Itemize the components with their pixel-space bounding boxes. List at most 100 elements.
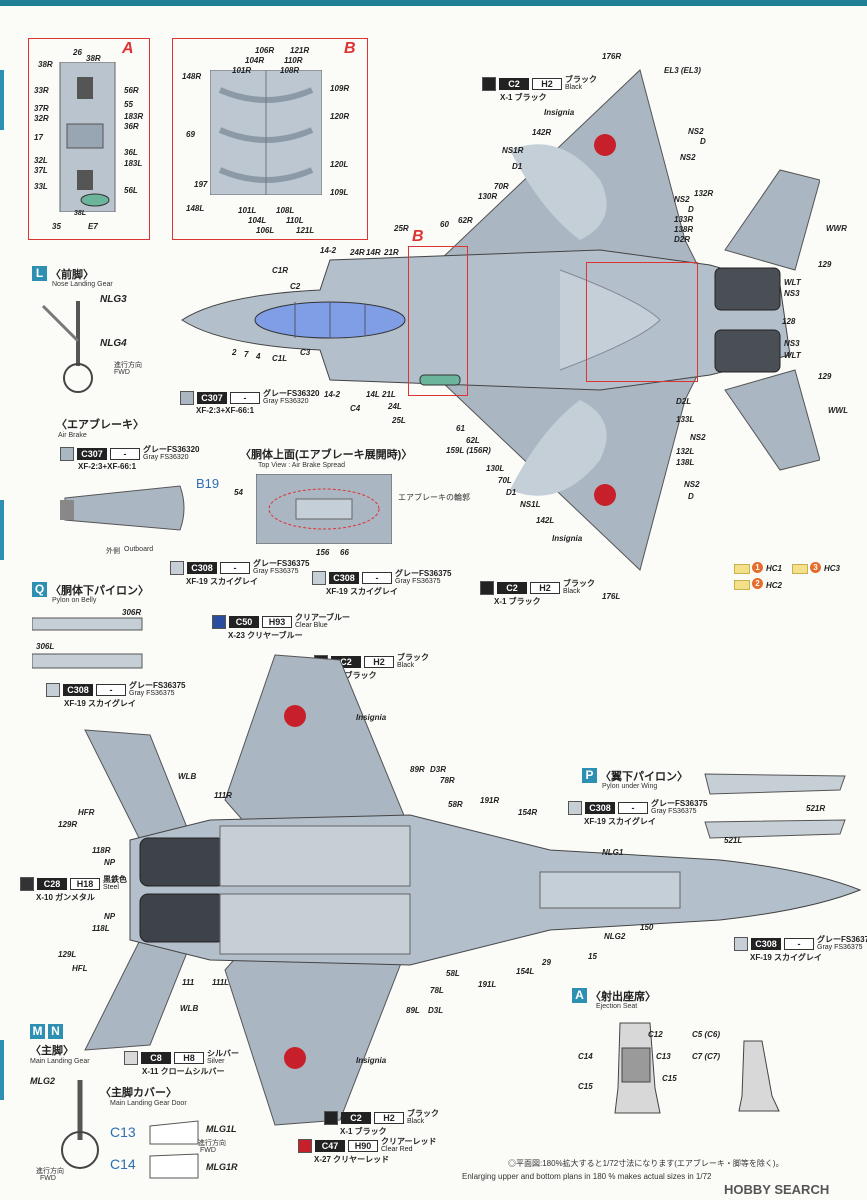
paint-name: X-1 ブラック bbox=[340, 1127, 387, 1136]
part-label: 118L bbox=[92, 924, 110, 933]
part-label: C14 bbox=[578, 1052, 593, 1061]
part-label: MLG2 bbox=[30, 1076, 56, 1086]
part-label: NS2 bbox=[674, 195, 690, 204]
top-view-aircraft bbox=[181, 69, 820, 571]
part-label: D2R bbox=[674, 235, 691, 244]
part-label: 69 bbox=[186, 130, 195, 139]
section-badge: A bbox=[572, 988, 587, 1003]
part-label: 7 bbox=[244, 350, 249, 359]
paint-name: XF-19 スカイグレイ bbox=[64, 699, 136, 708]
top-bar bbox=[0, 0, 867, 6]
ejection-seat-drawing bbox=[614, 1022, 661, 1114]
section-subtitle: Air Brake bbox=[58, 432, 87, 439]
region-b-marker bbox=[586, 262, 698, 382]
part-label: 106L bbox=[256, 226, 275, 235]
part-label: 101L bbox=[238, 206, 257, 215]
part-label: 109R bbox=[330, 84, 350, 93]
part-label: C3 bbox=[300, 348, 311, 357]
part-label: 24R bbox=[350, 248, 365, 257]
part-label: 142L bbox=[536, 516, 555, 525]
outline-label: エアブレーキの輪郭 bbox=[398, 493, 470, 502]
part-label: NS2 bbox=[690, 433, 706, 442]
section-title: 〈エアブレーキ〉 bbox=[56, 419, 144, 431]
part-label: 129 bbox=[818, 260, 832, 269]
direction-label: 進行方向 bbox=[114, 362, 142, 369]
part-label: WLB bbox=[178, 772, 197, 781]
legend-dot: 3 bbox=[810, 562, 821, 573]
part-label: 26 bbox=[73, 48, 82, 57]
part-label: 138R bbox=[674, 225, 694, 234]
part-label: NS3 bbox=[784, 339, 800, 348]
part-label: 37R bbox=[34, 104, 49, 113]
part-label: 111L bbox=[212, 978, 230, 987]
top-view-drawing bbox=[256, 474, 392, 544]
part-label: MLG1R bbox=[206, 1162, 238, 1172]
section-title: 〈射出座席〉 bbox=[590, 991, 656, 1003]
part-label: 14-2 bbox=[324, 390, 341, 399]
paint-name: X-23 クリヤーブルー bbox=[228, 631, 303, 640]
part-label: 36L bbox=[124, 148, 138, 157]
part-label: 132L bbox=[676, 447, 695, 456]
part-label: C15 bbox=[662, 1074, 677, 1083]
direction-label: FWD bbox=[114, 369, 130, 376]
part-label: C5 (C6) bbox=[692, 1030, 721, 1039]
part-label: 38R bbox=[38, 60, 53, 69]
part-label: 58L bbox=[446, 969, 460, 978]
section-title: 〈前脚〉 bbox=[50, 269, 94, 281]
part-label: WLT bbox=[784, 278, 801, 287]
part-label: 306R bbox=[122, 608, 142, 617]
part-label: 89L bbox=[406, 1006, 420, 1015]
part-label: 25L bbox=[392, 416, 406, 425]
section-title: 〈主脚カバー〉 bbox=[100, 1087, 177, 1099]
box-b-drawing bbox=[210, 70, 322, 195]
part-label: Insignia bbox=[544, 108, 575, 117]
part-label: 120R bbox=[330, 112, 350, 121]
outboard-label: Outboard bbox=[124, 546, 154, 553]
part-label: 29 bbox=[542, 958, 551, 967]
part-label: 78L bbox=[430, 986, 444, 995]
part-label: 108L bbox=[276, 206, 295, 215]
part-label: 183R bbox=[124, 112, 144, 121]
part-label: NS1R bbox=[502, 146, 524, 155]
footer-note-en: Enlarging upper and bottom plans in 180 … bbox=[462, 1172, 712, 1181]
edge-tab bbox=[0, 70, 4, 130]
box-b-letter: B bbox=[344, 40, 356, 57]
part-label: 130L bbox=[486, 464, 505, 473]
part-label: NS1L bbox=[520, 500, 541, 509]
part-label: 32L bbox=[34, 156, 48, 165]
wing-pylon-drawing bbox=[704, 773, 846, 839]
part-label: Insignia bbox=[552, 534, 583, 543]
part-label: 70R bbox=[494, 182, 509, 191]
part-label: 142R bbox=[532, 128, 552, 137]
part-label: 62L bbox=[466, 436, 480, 445]
part-label: 38L bbox=[74, 210, 87, 217]
section-subtitle: Ejection Seat bbox=[596, 1003, 638, 1010]
section-badge: Q bbox=[32, 582, 47, 597]
part-label: 176L bbox=[602, 592, 621, 601]
paint-name: X-1 ブラック bbox=[494, 597, 541, 606]
part-label: C1L bbox=[272, 354, 288, 363]
part-label: C7 (C7) bbox=[692, 1052, 721, 1061]
nose-gear-drawing bbox=[41, 301, 93, 393]
part-label: 154L bbox=[516, 967, 535, 976]
part-label: 21R bbox=[384, 248, 399, 257]
part-label: 154R bbox=[518, 808, 538, 817]
part-label: 33R bbox=[34, 86, 49, 95]
section-subtitle: Nose Landing Gear bbox=[52, 281, 113, 288]
belly-pylon-drawing bbox=[32, 617, 143, 669]
part-label: WWR bbox=[826, 224, 847, 233]
region-a-letter: B bbox=[412, 228, 424, 245]
paint-name: XF-2:3+XF-66:1 bbox=[196, 406, 255, 415]
part-label: 2 bbox=[232, 348, 237, 357]
direction-label: FWD bbox=[40, 1175, 56, 1182]
part-label: NS3 bbox=[784, 289, 800, 298]
part-label: 133R bbox=[674, 215, 694, 224]
part-label: 55 bbox=[124, 100, 133, 109]
part-label: 129 bbox=[818, 372, 832, 381]
